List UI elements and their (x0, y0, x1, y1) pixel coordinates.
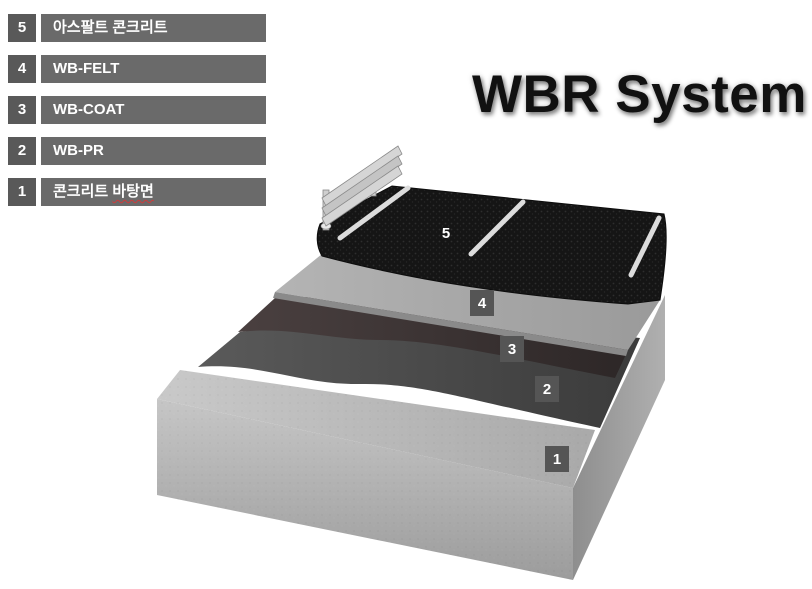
legend-label: WB-COAT (41, 96, 266, 124)
lane-marking (337, 185, 411, 241)
layer-marker-label: 1 (553, 451, 561, 468)
layer-marker-3: 3 (500, 336, 524, 362)
layer-marker-label: 3 (508, 341, 516, 358)
spellcheck-underlined-word: 바탕면 (112, 183, 154, 200)
layer-marker-label: 2 (543, 381, 551, 398)
legend-item-wb-felt: 4 WB-FELT (8, 55, 266, 83)
layer-marker-label: 5 (442, 225, 450, 242)
layer-marker-1: 1 (545, 446, 569, 472)
legend-number-badge: 2 (8, 137, 36, 165)
layer-asphalt-concrete (316, 185, 667, 305)
lane-marking (628, 215, 662, 278)
legend-item-concrete-base: 1 콘크리트 바탕면 (8, 178, 266, 206)
legend-number-badge: 5 (8, 14, 36, 42)
layer-concrete-base (157, 295, 665, 580)
legend-number-badge: 4 (8, 55, 36, 83)
lane-marking (468, 199, 526, 257)
legend-item-wb-pr: 2 WB-PR (8, 137, 266, 165)
layer-wb-felt (273, 254, 660, 356)
layer-marker-5: 5 (442, 225, 450, 242)
legend-label: 아스팔트 콘크리트 (41, 14, 266, 42)
layer-legend: 5 아스팔트 콘크리트 4 WB-FELT 3 WB-COAT 2 WB-PR … (8, 14, 266, 219)
layer-marker-2: 2 (535, 376, 559, 402)
layer-marker-label: 4 (478, 295, 487, 312)
legend-item-wb-coat: 3 WB-COAT (8, 96, 266, 124)
legend-label: WB-FELT (41, 55, 266, 83)
legend-number-badge: 3 (8, 96, 36, 124)
legend-number-badge: 1 (8, 178, 36, 206)
layer-marker-4: 4 (470, 290, 494, 316)
legend-label: 콘크리트 바탕면 (41, 178, 266, 206)
legend-item-asphalt-concrete: 5 아스팔트 콘크리트 (8, 14, 266, 42)
page-title: WBR System (472, 65, 807, 124)
guardrail (320, 145, 403, 231)
legend-label: WB-PR (41, 137, 266, 165)
legend-label-text: 콘크리트 (53, 183, 113, 200)
